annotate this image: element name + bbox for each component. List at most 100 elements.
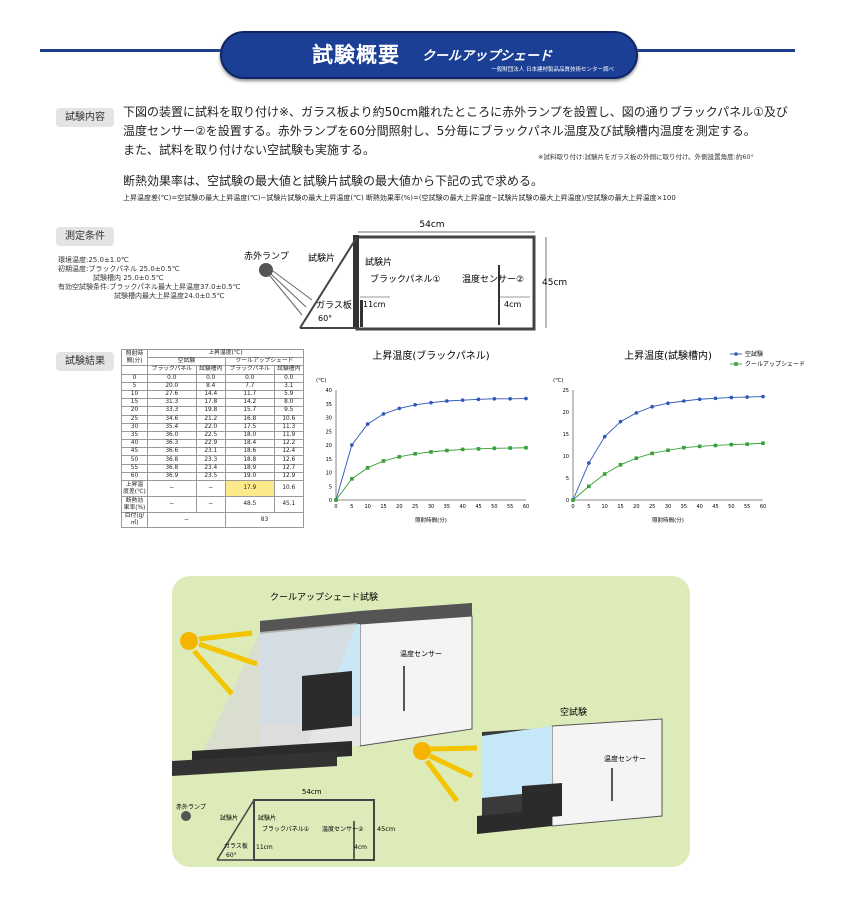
table-cell: 20 <box>121 406 148 416</box>
data-point <box>650 404 654 409</box>
table-cell: 0.0 <box>273 373 305 383</box>
x-tick-label: 5 <box>587 504 590 510</box>
table-cell: 21.2 <box>195 414 226 424</box>
x-tick-label: 60 <box>523 504 529 510</box>
cond-line-2: 初期温度:ブラックパネル 25.0±0.5℃ <box>58 265 180 273</box>
th-cool: クールアップシェード <box>224 357 305 367</box>
chart-ylabel: (℃) <box>316 377 326 384</box>
table-cell: 11.9 <box>273 430 305 441</box>
section-label-results: 試験結果 <box>56 352 114 371</box>
data-point <box>476 447 481 451</box>
legend-label: クールアップシェード <box>745 361 805 368</box>
data-point <box>350 477 354 481</box>
table-cell: 14.4 <box>195 389 226 400</box>
mini-width: 54cm <box>302 788 322 796</box>
table-cell: 11.3 <box>273 422 305 432</box>
data-point <box>666 448 670 453</box>
table-cell: 36.8 <box>147 455 197 465</box>
x-tick-label: 30 <box>665 504 671 510</box>
y-tick-label: 40 <box>326 388 332 394</box>
table-cell: 12.2 <box>273 439 305 449</box>
content-note: ※試料取り付け:試験片をガラス板の外側に取り付け。外側設置角度:約60° <box>538 153 754 161</box>
table-cell: 25 <box>121 414 148 424</box>
table-cell: 40 <box>121 439 148 449</box>
x-tick-label: 20 <box>396 504 402 510</box>
data-point <box>587 461 591 465</box>
diff-cell: 17.9 <box>224 480 275 497</box>
diagram-dist-1: 11cm <box>363 300 386 309</box>
table-cell: 23.3 <box>195 455 226 465</box>
table-cell: 16.8 <box>224 414 275 424</box>
diff-cell: 10.6 <box>273 480 305 497</box>
diagram-width-label: 54cm <box>419 220 444 230</box>
table-cell: 33.3 <box>147 406 197 416</box>
mini-d1: 11cm <box>256 844 273 851</box>
data-point <box>634 411 639 415</box>
table-cell: 35.4 <box>147 422 197 432</box>
content-line-4: 断熱効果率は、空試験の最大値と試験片試験の最大値から下記の式で求める。 <box>123 174 544 188</box>
chart-ylabel: (℃) <box>553 377 563 384</box>
section-label-content: 試験内容 <box>56 108 114 127</box>
table-cell: 18.4 <box>224 439 275 449</box>
series-line <box>572 396 764 501</box>
table-cell: 5 <box>121 381 148 391</box>
th-tank-2: 試験槽内 <box>273 365 305 375</box>
data-point <box>508 397 512 401</box>
mass-cell: 83 <box>224 512 305 528</box>
x-tick-label: 5 <box>350 504 353 510</box>
th-blank: 空試験 <box>147 357 226 367</box>
table-cell: 0.0 <box>147 373 197 383</box>
table-cell: 3.1 <box>273 381 305 391</box>
table-cell: 36.0 <box>147 430 197 441</box>
data-point <box>492 446 497 451</box>
table-cell: 18.6 <box>224 447 275 457</box>
data-point <box>397 406 402 411</box>
table-cell: 11.7 <box>224 389 275 400</box>
content-line-2: 温度センサー②を設置する。赤外ランプを60分間照射し、5分毎にブラックパネル温度… <box>123 124 756 138</box>
conditions-block: 環境温度:25.0±1.0℃ 初期温度:ブラックパネル 25.0±0.5℃ 試験… <box>58 256 240 301</box>
table-cell: 22.0 <box>195 422 226 432</box>
y-tick-label: 0 <box>329 498 332 504</box>
y-tick-label: 10 <box>326 471 332 477</box>
content-line-1: 下図の装置に試料を取り付け※、ガラス板より約50cm離れたところに赤外ランプを設… <box>123 105 788 119</box>
diagram-height-label: 45cm <box>542 278 567 288</box>
x-tick-label: 35 <box>444 504 450 510</box>
x-tick-label: 25 <box>649 504 655 510</box>
data-point <box>524 396 528 401</box>
table-cell: 10.6 <box>273 414 305 424</box>
table-cell: 19.0 <box>224 471 275 482</box>
table-cell: 23.5 <box>195 471 226 482</box>
mini-height: 45cm <box>377 825 395 833</box>
th-bp-1: ブラックパネル <box>147 365 197 375</box>
chart-xlabel: 照射時間(分) <box>415 516 447 524</box>
table-cell: 23.4 <box>195 463 226 473</box>
table-cell: 18.9 <box>224 463 275 473</box>
y-tick-label: 20 <box>326 443 332 449</box>
data-point <box>492 397 497 401</box>
table-cell: 34.6 <box>147 414 197 424</box>
table-cell: 18.8 <box>224 455 275 465</box>
data-point <box>697 444 702 449</box>
table-cell: 27.6 <box>147 389 197 400</box>
data-point <box>713 396 718 401</box>
table-cell: 5.9 <box>273 389 305 400</box>
x-tick-label: 55 <box>507 504 513 510</box>
title-banner: 試験概要 クールアップシェード 一般財団法人 日本建材製品品質技術センター調べ <box>220 31 638 79</box>
credit-text: 一般財団法人 日本建材製品品質技術センター調べ <box>491 67 614 73</box>
x-tick-label: 0 <box>571 504 574 510</box>
table-cell: 12.4 <box>273 447 305 457</box>
content-line-3: また、試料を取り付けない空試験も実施する。 <box>123 143 376 157</box>
page-title: 試験概要 <box>312 43 400 67</box>
data-point <box>729 395 734 400</box>
x-tick-label: 0 <box>334 504 337 510</box>
diagram-black-panel: ブラックパネル① <box>370 273 441 285</box>
apparatus-diagram: 54cm 45cm 赤外ランプ 試験片 試験片 ブラックパネル① 温度センサー②… <box>244 220 567 331</box>
y-tick-label: 5 <box>329 484 332 490</box>
x-tick-label: 50 <box>491 504 497 510</box>
